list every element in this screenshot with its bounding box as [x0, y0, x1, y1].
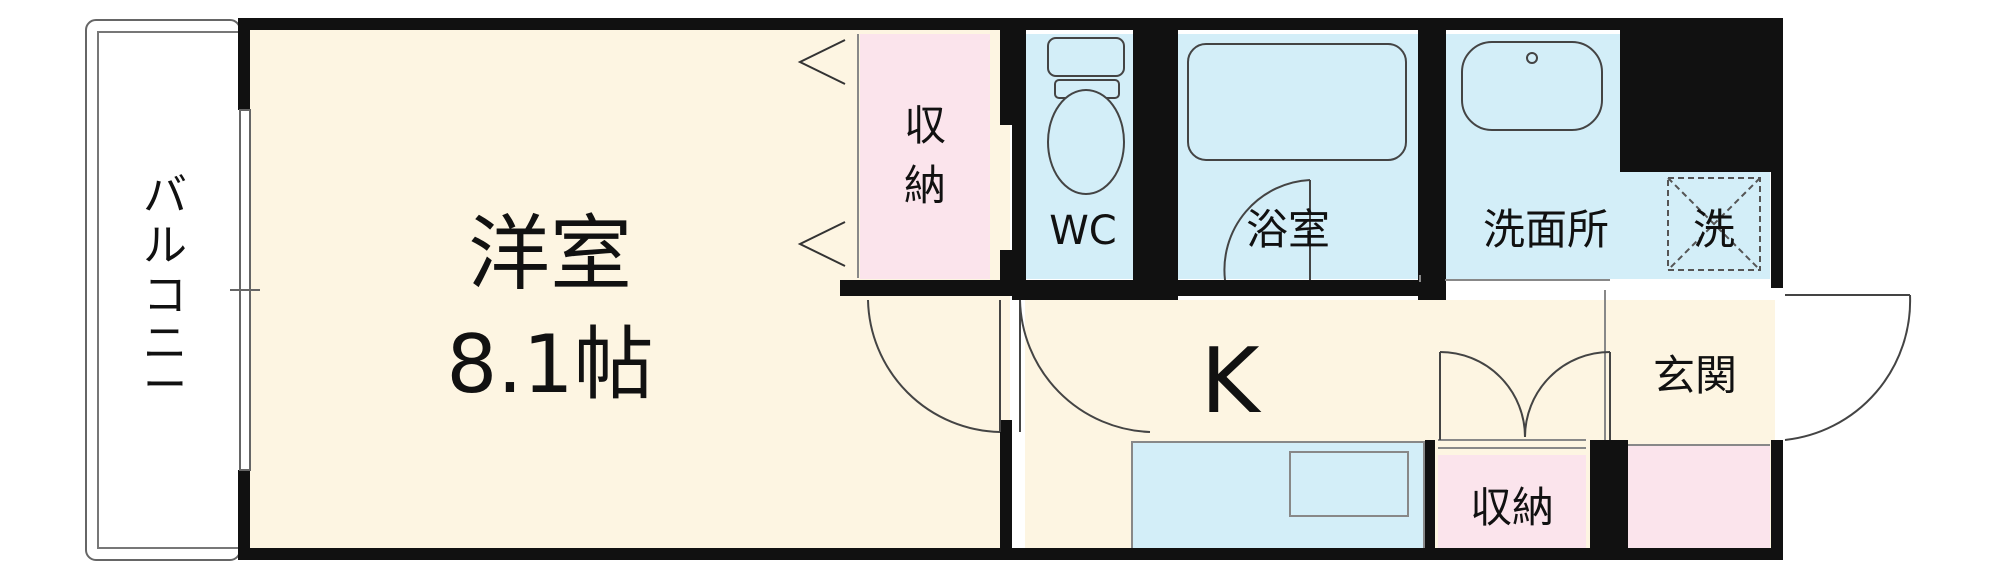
bath-label: 浴室: [1246, 205, 1330, 254]
partitions: [857, 34, 1770, 449]
storage-top-label-1: 収: [904, 101, 946, 150]
western-room-size: 8.1帖: [446, 318, 653, 411]
toilet: [1047, 37, 1125, 195]
bath-door-arc: [1223, 179, 1311, 281]
storage-top-label-2: 納: [904, 161, 946, 210]
wc-door-swing: [1019, 299, 1151, 433]
windows: [230, 109, 260, 471]
closet-double-door-left: [1439, 351, 1526, 438]
storage-top-floor: [860, 34, 990, 279]
kitchen-label: K: [1200, 329, 1261, 434]
wc-label: WC: [1049, 208, 1116, 254]
entrance-door-swing: [1784, 294, 1912, 441]
washroom-label: 洗面所: [1483, 205, 1609, 254]
bathtub: [1187, 43, 1407, 161]
closet-door-marks: [797, 39, 846, 267]
storage-bottom-label: 収納: [1470, 483, 1554, 532]
entrance-label: 玄関: [1653, 351, 1737, 400]
balcony-char-4: ニ: [143, 318, 187, 369]
washbasin: [1461, 41, 1603, 131]
entrance-storage-floor: [1628, 445, 1770, 550]
closet-double-door-right: [1524, 351, 1611, 438]
western-room-name: 洋室: [468, 207, 632, 302]
storage-bottom-floor: [1438, 455, 1586, 550]
balcony-char-1: バ: [143, 170, 187, 221]
balcony-char-2: ル: [143, 220, 187, 271]
balcony-label: バ ル コ ニ ー: [143, 170, 187, 411]
walls: [238, 18, 1783, 560]
washer-space: [1667, 177, 1761, 271]
sink: [1289, 451, 1409, 517]
balcony-char-3: コ: [143, 270, 187, 321]
doors: [867, 179, 1912, 441]
western-door-swing: [867, 299, 1001, 433]
washer-label: 洗: [1693, 205, 1735, 254]
balcony-char-5: ー: [143, 360, 187, 411]
